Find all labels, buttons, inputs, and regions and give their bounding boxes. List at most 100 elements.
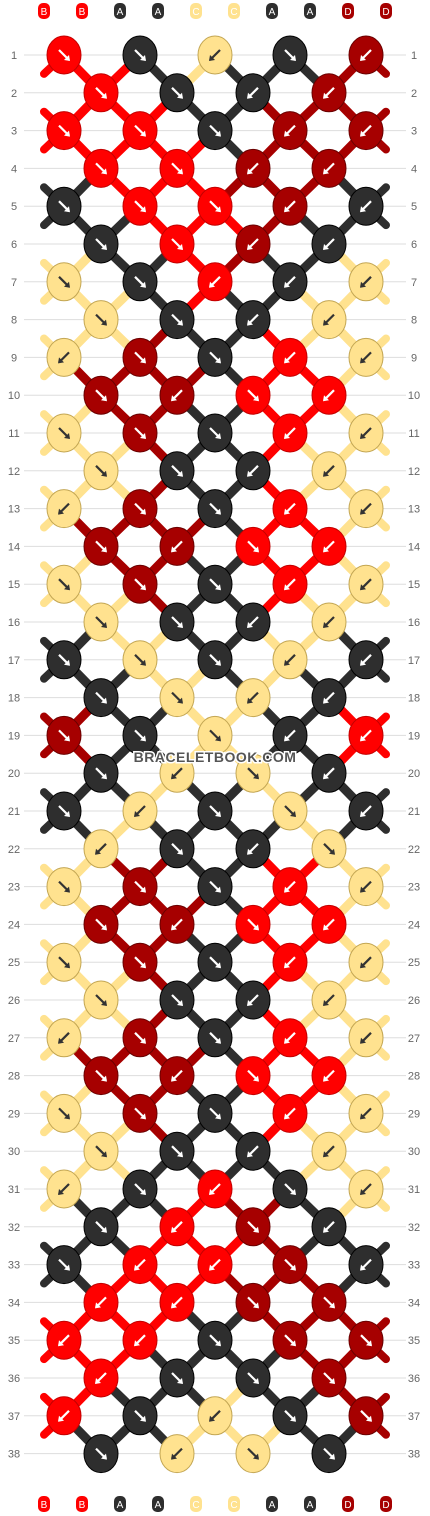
- arrow-down-left-icon: [247, 691, 259, 704]
- row-number-right: 29: [408, 1108, 420, 1120]
- svg-text:D: D: [344, 7, 351, 18]
- arrow-down-left-icon: [360, 956, 372, 969]
- knot: [348, 640, 384, 680]
- arrow-down-left-icon: [247, 843, 259, 855]
- arrow-down-right-icon: [134, 729, 146, 742]
- arrow-down-right-icon: [209, 805, 221, 817]
- row-number-left: 15: [8, 579, 20, 591]
- knot: [46, 262, 82, 302]
- arrow-down-left-icon: [360, 805, 372, 817]
- arrow-down-right-icon: [95, 162, 107, 175]
- bottom-strand-label: B: [38, 1496, 50, 1512]
- knot: [46, 791, 82, 831]
- arrow-down-left-icon: [284, 427, 296, 439]
- knot: [272, 640, 308, 680]
- knot: [197, 564, 233, 604]
- arrow-down-left-icon: [58, 1183, 70, 1195]
- arrow-down-left-icon: [360, 502, 372, 515]
- arrow-down-right-icon: [209, 200, 221, 213]
- knot: [348, 1093, 384, 1133]
- row-number-right: 26: [408, 995, 420, 1007]
- arrow-down-right-icon: [323, 843, 335, 855]
- arrow-down-right-icon: [134, 654, 146, 666]
- svg-text:A: A: [269, 7, 276, 18]
- arrow-down-right-icon: [323, 1296, 335, 1309]
- svg-text:D: D: [344, 1500, 351, 1511]
- row-number-left: 7: [11, 277, 17, 289]
- arrow-down-right-icon: [209, 351, 221, 364]
- knot: [311, 451, 347, 491]
- arrow-down-left-icon: [323, 1145, 335, 1158]
- knot: [272, 1245, 308, 1285]
- arrow-down-left-icon: [58, 351, 70, 364]
- arrow-down-right-icon: [284, 1334, 296, 1347]
- row-number-right: 38: [408, 1449, 420, 1461]
- arrow-down-right-icon: [209, 578, 221, 591]
- knot: [159, 300, 195, 340]
- arrow-down-right-icon: [95, 918, 107, 931]
- arrow-down-left-icon: [247, 87, 259, 99]
- svg-text:A: A: [307, 1500, 314, 1511]
- knot: [311, 375, 347, 415]
- knot: [83, 300, 119, 340]
- knot: [235, 602, 271, 642]
- arrow-down-left-icon: [171, 918, 183, 931]
- arrow-down-right-icon: [171, 843, 183, 855]
- row-number-left: 35: [8, 1335, 20, 1347]
- knot: [197, 413, 233, 453]
- knot: [159, 1207, 195, 1247]
- knot: [197, 867, 233, 907]
- row-number-left: 5: [11, 201, 17, 213]
- arrow-down-right-icon: [171, 465, 183, 477]
- bottom-strand-label: D: [380, 1496, 392, 1512]
- knot: [272, 1396, 308, 1436]
- arrow-down-left-icon: [171, 1069, 183, 1082]
- knot: [311, 148, 347, 188]
- row-number-left: 1: [11, 50, 17, 62]
- row-number-right: 24: [408, 919, 420, 931]
- row-number-left: 24: [8, 919, 20, 931]
- arrow-down-left-icon: [247, 994, 259, 1006]
- knot: [83, 1131, 119, 1171]
- knot: [272, 1169, 308, 1209]
- knot: [235, 300, 271, 340]
- knot: [122, 111, 158, 151]
- svg-text:C: C: [192, 7, 199, 18]
- knot: [83, 829, 119, 869]
- svg-text:B: B: [79, 7, 86, 18]
- arrow-down-left-icon: [247, 313, 259, 326]
- knot: [311, 224, 347, 264]
- arrow-down-left-icon: [360, 654, 372, 666]
- bottom-strand-label: A: [152, 1496, 164, 1512]
- arrow-down-right-icon: [95, 465, 107, 477]
- arrow-down-right-icon: [171, 313, 183, 326]
- knot: [83, 375, 119, 415]
- svg-text:A: A: [269, 1500, 276, 1511]
- row-number-right: 21: [408, 806, 420, 818]
- arrow-down-right-icon: [209, 880, 221, 893]
- knot: [348, 1018, 384, 1058]
- knot: [348, 1320, 384, 1360]
- knot: [197, 1018, 233, 1058]
- knot: [46, 186, 82, 226]
- row-number-right: 17: [408, 655, 420, 667]
- row-number-left: 11: [8, 428, 19, 440]
- knot: [311, 1282, 347, 1322]
- knot: [272, 186, 308, 226]
- knot: [46, 1396, 82, 1436]
- knot: [122, 867, 158, 907]
- knot: [122, 1169, 158, 1209]
- arrow-down-right-icon: [58, 49, 70, 61]
- knot: [311, 300, 347, 340]
- arrow-down-right-icon: [284, 805, 296, 817]
- arrow-down-left-icon: [134, 1258, 146, 1271]
- arrow-down-left-icon: [323, 313, 335, 326]
- knot: [197, 35, 233, 75]
- arrow-down-right-icon: [58, 200, 70, 213]
- arrow-down-right-icon: [134, 200, 146, 213]
- row-number-left: 6: [11, 239, 17, 251]
- row-number-right: 6: [411, 239, 417, 251]
- arrow-down-left-icon: [284, 502, 296, 515]
- knot: [311, 1434, 347, 1474]
